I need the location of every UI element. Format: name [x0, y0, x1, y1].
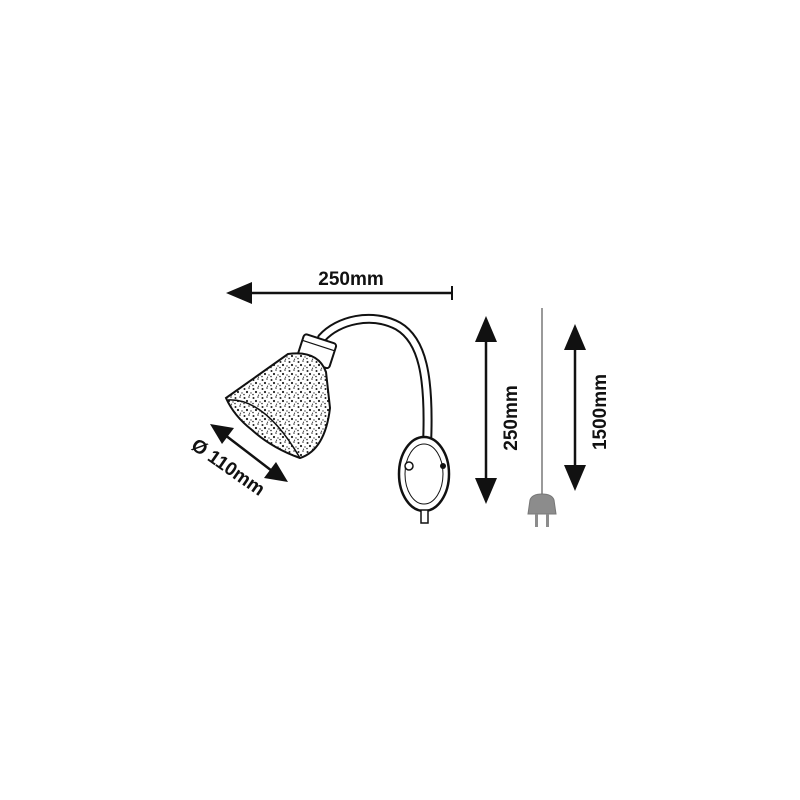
plug-prong-left	[535, 514, 538, 527]
cable-arrowhead-bottom	[564, 465, 586, 491]
diameter-arrowhead-top	[210, 424, 234, 444]
plug-icon	[527, 493, 557, 515]
switch-knob	[404, 461, 414, 471]
gooseneck-arm-fill	[319, 315, 431, 448]
diameter-label: Ø 110mm	[187, 435, 268, 501]
width-dimension: 250mm	[226, 269, 453, 304]
cable-length-dimension: 1500mm	[564, 324, 611, 491]
width-label: 250mm	[318, 269, 384, 290]
diameter-arrowhead-bottom	[264, 462, 288, 482]
lamp	[224, 313, 451, 524]
power-cable	[527, 308, 557, 527]
lamp-shade	[224, 352, 332, 460]
plug-prong-right	[546, 514, 549, 527]
shade-rim	[227, 399, 301, 459]
wall-plate-inner-rim	[404, 443, 444, 505]
width-arrowhead-left	[226, 282, 252, 304]
cable-exit	[420, 509, 429, 524]
height-arrowhead-bottom	[475, 478, 497, 504]
height-dimension: 250mm	[475, 316, 522, 504]
cable-length-label: 1500mm	[590, 374, 611, 450]
height-label: 250mm	[501, 385, 522, 451]
diameter-dimension-line	[224, 434, 273, 472]
height-arrowhead-top	[475, 316, 497, 342]
wall-plate	[397, 435, 451, 513]
cable-arrowhead-top	[564, 324, 586, 350]
mounting-screw	[440, 463, 446, 469]
